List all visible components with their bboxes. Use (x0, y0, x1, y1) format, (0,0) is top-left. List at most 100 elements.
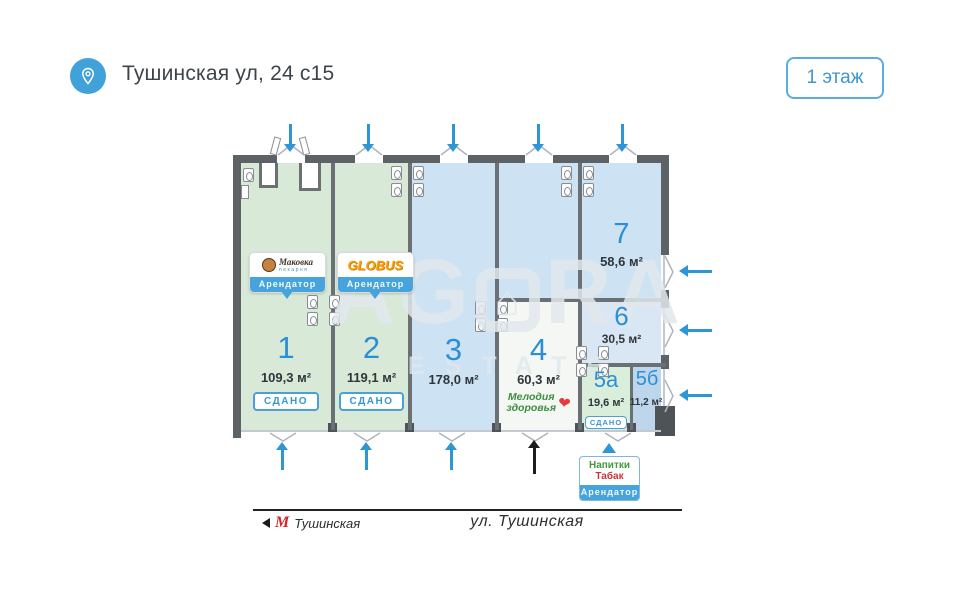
toilet-cluster (391, 166, 426, 197)
entrance-arrow-down-icon (284, 124, 296, 152)
toilet-icon (583, 183, 594, 197)
metro-station-name: Тушинская (294, 515, 361, 531)
metro-direction: М Тушинская (262, 515, 360, 531)
room-area: 60,3 м² (517, 372, 560, 387)
wall (305, 155, 355, 163)
tenant-pointer (369, 291, 381, 299)
room-number: 1 (277, 330, 295, 365)
toilet-icon (475, 301, 486, 315)
room-number: 5а (593, 367, 619, 392)
room-area: 178,0 м² (428, 372, 479, 387)
door-opening (604, 432, 632, 442)
status-badge: СДАНО (584, 416, 628, 429)
floor-selector-button[interactable]: 1 этаж (786, 57, 884, 99)
room-number: 2 (362, 330, 381, 365)
tenant-pointer (281, 291, 293, 299)
globus-logo: GLOBUS (347, 257, 404, 273)
wall (578, 163, 582, 430)
wall (383, 155, 440, 163)
toilet-icon (475, 318, 486, 332)
wall (637, 155, 669, 163)
door-opening (664, 314, 674, 348)
toilet-icon (243, 168, 254, 182)
street-line (253, 509, 682, 511)
metro-direction-arrow-icon (262, 518, 270, 528)
entrance-arrow-down-icon (362, 124, 374, 152)
door-opening (438, 432, 466, 442)
wall (233, 155, 277, 163)
tenant-badge: Арендатор (250, 277, 325, 292)
wall (468, 155, 525, 163)
wall (233, 155, 241, 438)
toilet-icon (583, 166, 594, 180)
tenant-badge: Арендатор (580, 485, 639, 500)
entrance-arrow-left-icon (679, 389, 712, 401)
room-number: 5б (635, 368, 659, 390)
vestibule (259, 163, 278, 188)
wall (661, 355, 669, 369)
room-number: 7 (613, 218, 630, 250)
room-area: 58,6 м² (600, 254, 643, 269)
toilet-icon (598, 346, 609, 360)
wall (495, 163, 499, 430)
entrance-arrow-up-icon (276, 442, 288, 470)
entrance-arrow-down-icon (532, 124, 544, 152)
entrance-arrow-up-black-icon (528, 440, 540, 474)
entrance-arrow-left-icon (679, 324, 712, 336)
tenant-name-line1: Напитки (588, 460, 631, 471)
toilet-icon (413, 183, 424, 197)
room-7[interactable] (582, 163, 661, 298)
tenant-name-line2: Табак (595, 471, 624, 482)
toilet-icon (413, 166, 424, 180)
toilet-icon (307, 312, 318, 326)
entrance-arrow-down-icon (616, 124, 628, 152)
door-opening (664, 379, 674, 413)
tenant-label-makovka: Маковка пекарня Арендатор (249, 252, 326, 293)
toilet-icon (561, 166, 572, 180)
toilet-icon (576, 363, 587, 377)
makovka-logo-icon (262, 258, 277, 272)
storefront-glazing (663, 255, 665, 432)
toilet-cluster (475, 301, 510, 332)
toilet-icon (561, 183, 572, 197)
wall (578, 363, 666, 367)
room-area: 19,6 м² (587, 397, 625, 409)
toilet-cluster (576, 346, 611, 377)
room-number: 6 (614, 301, 629, 331)
vestibule (299, 163, 321, 191)
toilet-cluster (561, 166, 596, 197)
page-title: Тушинская ул, 24 с15 (122, 62, 335, 85)
room-area: 109,3 м² (260, 370, 312, 385)
door-opening (664, 255, 674, 289)
door-opening (269, 432, 297, 442)
room-3[interactable] (412, 163, 495, 430)
metro-icon: М (275, 514, 290, 531)
location-pin-icon (70, 58, 106, 94)
toilet-icon (307, 295, 318, 309)
room-area: 119,1 м² (346, 370, 397, 385)
status-badge: СДАНО (338, 392, 405, 411)
entrance-arrow-left-icon (679, 265, 712, 277)
status-badge: СДАНО (253, 392, 319, 411)
entrance-arrow-up-icon (360, 442, 372, 470)
toilet-icon (329, 312, 340, 326)
room-6[interactable] (582, 302, 661, 363)
toilet-icon (598, 363, 609, 377)
pin-glyph (81, 67, 95, 85)
room-number: 4 (529, 332, 548, 367)
wall-corner (655, 406, 675, 436)
entrance-arrow-down-icon (447, 124, 459, 152)
wall (408, 163, 412, 430)
toilet-cluster (307, 295, 342, 326)
sink-icon (241, 185, 249, 199)
toilet-icon (391, 166, 402, 180)
entrance-arrow-up-icon (445, 442, 457, 470)
tenant-name-line2: здоровья (506, 402, 557, 415)
tenant-badge: Арендатор (338, 277, 413, 292)
toilet-icon (497, 301, 508, 315)
street-name: ул. Тушинская (470, 513, 584, 530)
wall (661, 155, 669, 255)
wall (495, 298, 666, 302)
tenant-label-melodia: Мелодия здоровья ❤ (497, 391, 580, 415)
